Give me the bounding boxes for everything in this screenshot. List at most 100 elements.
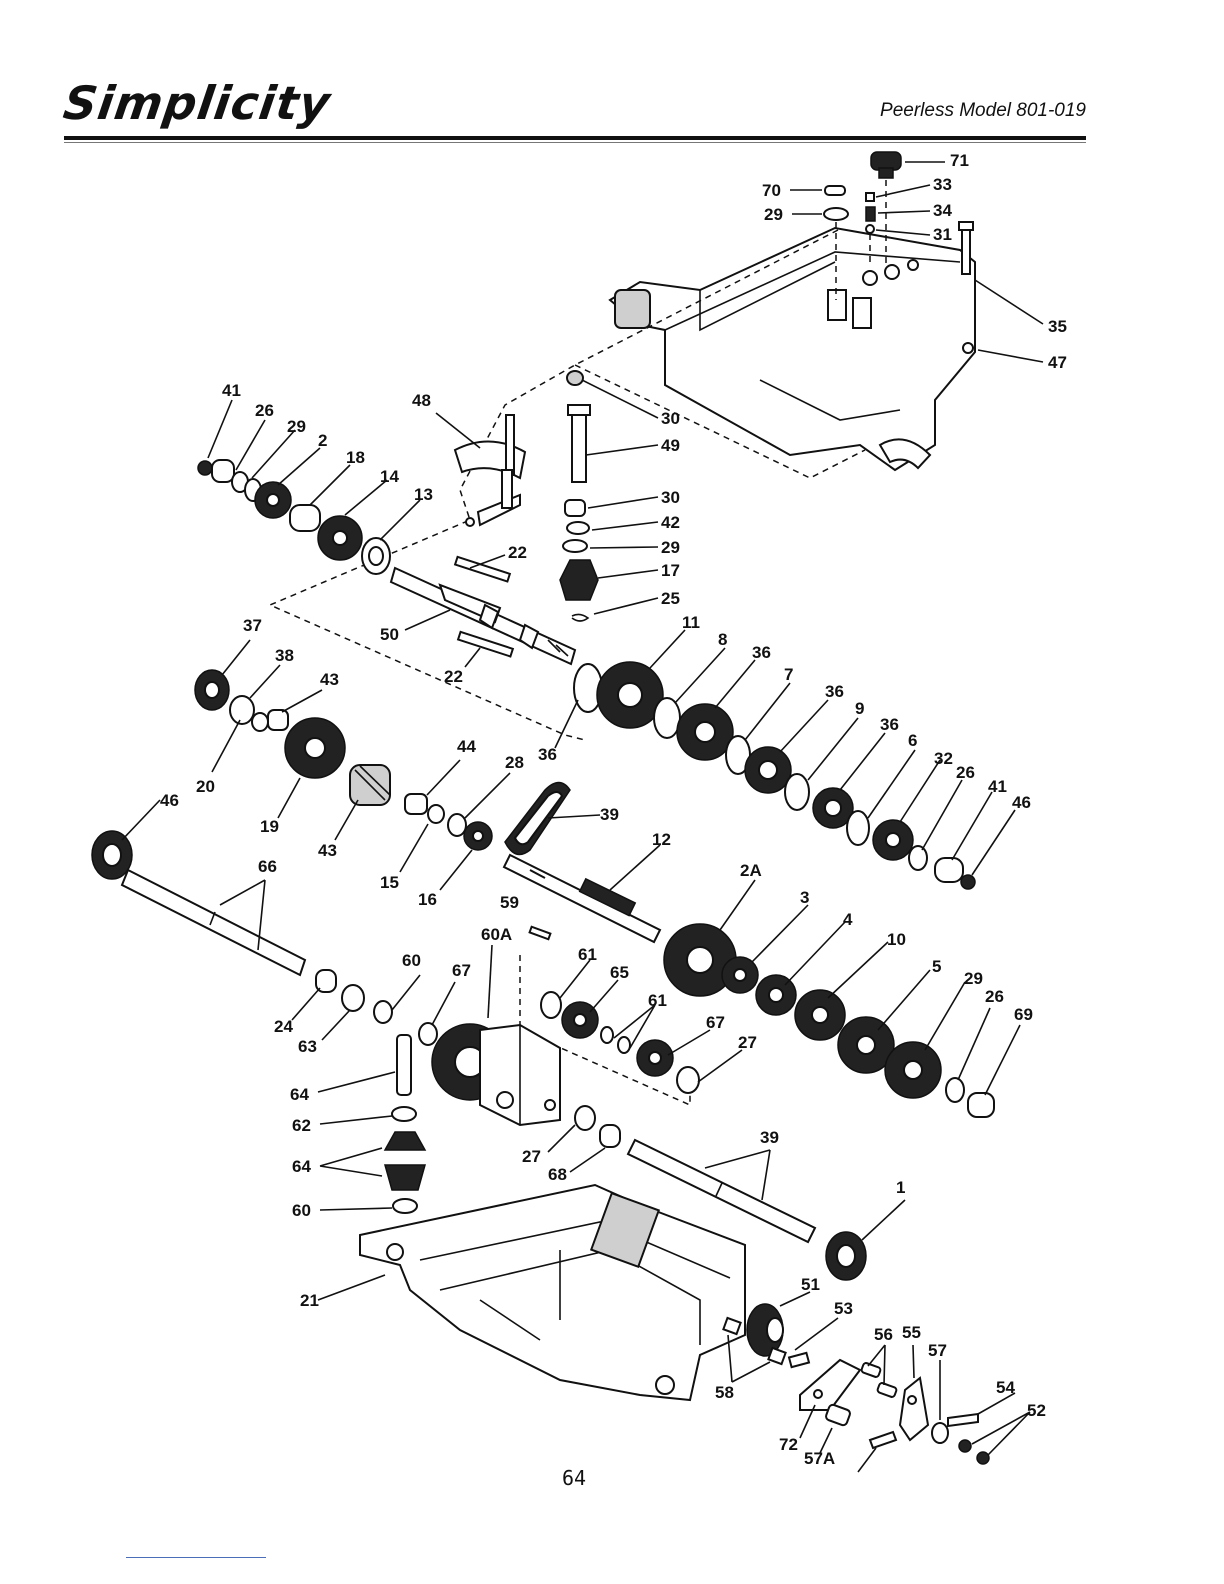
part-label: 11 — [682, 613, 700, 632]
part-label: 63 — [298, 1037, 317, 1056]
lower-housing-1 — [359, 1183, 746, 1402]
part-label: 70 — [762, 181, 781, 200]
part-label: 31 — [933, 225, 952, 244]
part-label: 42 — [661, 513, 680, 532]
part-label: 46 — [1012, 793, 1031, 812]
part-label: 47 — [1048, 353, 1067, 372]
part-label: 29 — [287, 417, 306, 436]
upper-housing-cover — [608, 226, 976, 472]
part-label: 39 — [600, 805, 619, 824]
part-label: 68 — [548, 1165, 567, 1184]
part-label: 57A — [804, 1449, 835, 1468]
part-label: 29 — [964, 969, 983, 988]
part-label: 46 — [160, 791, 179, 810]
part-label: 54 — [996, 1378, 1015, 1397]
part-label: 13 — [414, 485, 433, 504]
part-label: 34 — [933, 201, 952, 220]
part-label: 3 — [800, 888, 809, 907]
part-label: 4 — [843, 910, 853, 929]
part-label: 9 — [855, 699, 864, 718]
part-label: 39 — [760, 1128, 779, 1147]
part-label: 38 — [275, 646, 294, 665]
part-label: 56 — [874, 1325, 893, 1344]
part-label: 22 — [508, 543, 527, 562]
shaft-49 — [566, 370, 591, 483]
part-label: 26 — [255, 401, 274, 420]
part-label: 7 — [784, 665, 793, 684]
part-label: 62 — [292, 1116, 311, 1135]
part-label: 49 — [661, 436, 680, 455]
part-label: 61 — [578, 945, 597, 964]
part-label: 17 — [661, 561, 680, 580]
leader-lines — [121, 161, 1044, 1473]
shaft-50 — [389, 566, 577, 666]
part-label: 50 — [380, 625, 399, 644]
part-label: 30 — [661, 409, 680, 428]
part-label: 18 — [346, 448, 365, 467]
part-label: 41 — [988, 777, 1007, 796]
part-label: 64 — [290, 1085, 309, 1104]
part-label: 8 — [718, 630, 727, 649]
part-label: 19 — [260, 817, 279, 836]
part-label: 43 — [318, 841, 337, 860]
part-label: 41 — [222, 381, 241, 400]
part-label: 43 — [320, 670, 339, 689]
part-label: 36 — [752, 643, 771, 662]
part-label: 29 — [661, 538, 680, 557]
part-label: 27 — [522, 1147, 541, 1166]
shifter-fork-48 — [453, 414, 527, 527]
differential-carrier-59 — [431, 1023, 561, 1127]
part-label: 27 — [738, 1033, 757, 1052]
footer-rule — [126, 1557, 266, 1558]
model-title: Peerless Model 801-019 — [880, 100, 1086, 121]
part-label: 65 — [610, 963, 629, 982]
part-label: 2 — [318, 431, 327, 450]
part-label: 35 — [1048, 317, 1067, 336]
part-label: 44 — [457, 737, 476, 756]
part-label: 64 — [292, 1157, 311, 1176]
part-label: 67 — [706, 1013, 725, 1032]
part-label: 37 — [243, 616, 262, 635]
part-label: 15 — [380, 873, 399, 892]
part-label: 2A — [740, 861, 762, 880]
part-label: 55 — [902, 1323, 921, 1342]
part-label: 66 — [258, 857, 277, 876]
header-rule — [64, 136, 1086, 140]
part-label: 26 — [985, 987, 1004, 1006]
part-label: 61 — [648, 991, 667, 1010]
part-label: 20 — [196, 777, 215, 796]
part-label: 32 — [934, 749, 953, 768]
part-label: 16 — [418, 890, 437, 909]
part-label: 52 — [1027, 1401, 1046, 1420]
part-label: 36 — [825, 682, 844, 701]
part-label: 59 — [500, 893, 519, 912]
part-label: 72 — [779, 1435, 798, 1454]
part-label: 51 — [801, 1275, 820, 1294]
drain-plug-71 — [870, 151, 902, 179]
part-label: 60 — [402, 951, 421, 970]
part-label: 53 — [834, 1299, 853, 1318]
part-label: 25 — [661, 589, 680, 608]
part-label: 24 — [274, 1017, 293, 1036]
part-label: 36 — [538, 745, 557, 764]
part-label: 60A — [481, 925, 512, 944]
part-label: 5 — [932, 957, 941, 976]
part-label: 71 — [950, 151, 969, 170]
part-label: 58 — [715, 1383, 734, 1402]
part-label: 10 — [887, 930, 906, 949]
part-label: 28 — [505, 753, 524, 772]
part-label: 14 — [380, 467, 399, 486]
part-label: 22 — [444, 667, 463, 686]
part-label: 33 — [933, 175, 952, 194]
part-label: 12 — [652, 830, 671, 849]
part-labels: 71 70 33 29 34 31 35 47 30 49 48 41 26 2… — [160, 151, 1067, 1468]
part-label: 1 — [896, 1178, 905, 1197]
part-label: 67 — [452, 961, 471, 980]
part-label: 6 — [908, 731, 917, 750]
part-label: 60 — [292, 1201, 311, 1220]
part-label: 48 — [412, 391, 431, 410]
part-label: 36 — [880, 715, 899, 734]
part-label: 21 — [300, 1291, 319, 1310]
part-label: 69 — [1014, 1005, 1033, 1024]
